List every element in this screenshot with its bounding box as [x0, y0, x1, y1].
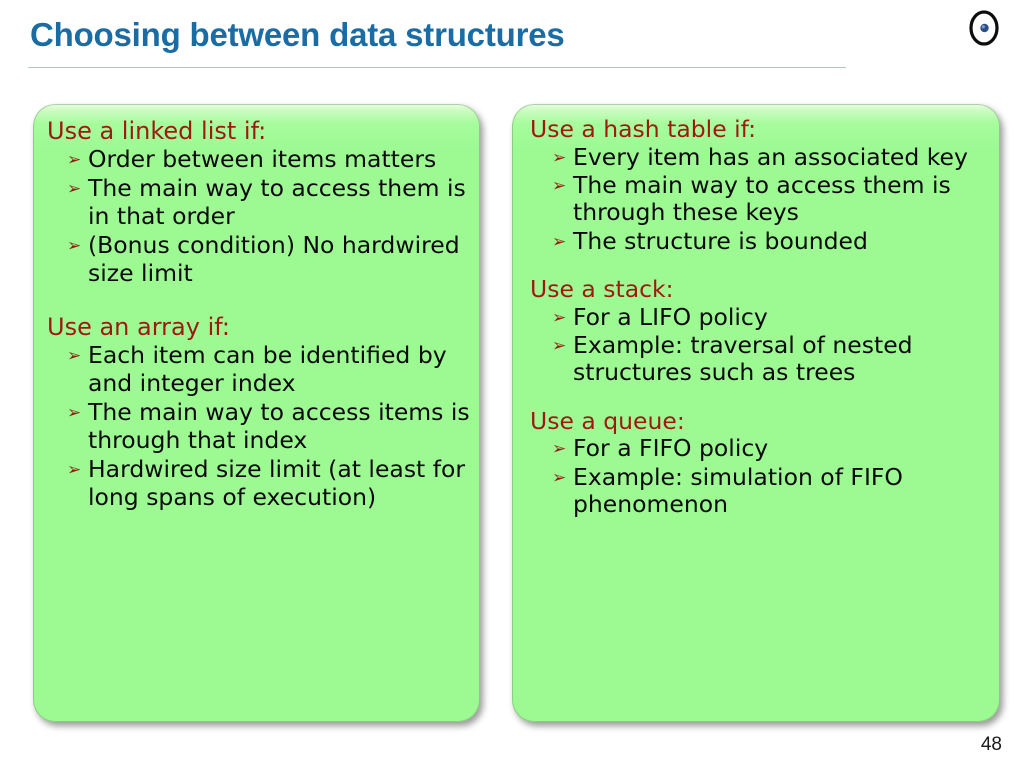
page-number: 48: [980, 734, 1002, 755]
list-item-text: Hardwired size limit (at least for long …: [88, 454, 466, 511]
group-queue: Use a queue: ➢ For a FIFO policy ➢ Example…: [530, 408, 990, 518]
list-item: ➢ Order between items matters: [67, 145, 470, 174]
list-item: ➢ For a LIFO policy: [552, 302, 990, 331]
group-heading: Use a stack:: [530, 275, 674, 304]
group-heading: Use a hash table if:: [530, 115, 757, 143]
group-stack: Use a stack: ➢ For a LIFO policy ➢ Example…: [530, 276, 990, 386]
list-item-text: Example: traversal of nested structures …: [573, 331, 913, 387]
arrow-bullet-icon: ➢: [552, 231, 567, 252]
group-heading: Use an array if:: [47, 312, 230, 341]
arrow-bullet-icon: ➢: [67, 179, 82, 200]
group-heading: Use a queue:: [530, 406, 685, 435]
group-array: Use an array if: ➢ Each item can be ident…: [47, 312, 470, 512]
cd-eye-logo-icon: [964, 8, 1004, 48]
linked-list-array-panel: Use a linked list if: ➢ Order between ite…: [33, 104, 480, 722]
list-item: ➢ The main way to access items is through…: [67, 397, 470, 455]
list-item: ➢ The main way to access them is in that …: [67, 174, 470, 231]
bullet-list: ➢ Every item has an associated key ➢ The m…: [530, 142, 990, 255]
list-item-text: Each item can be identified by and integ…: [88, 340, 447, 397]
list-item: ➢ Example: simulation of FIFO phenomenon: [552, 464, 990, 517]
title-divider: [28, 67, 846, 68]
list-item-text: The main way to access them is in that o…: [88, 174, 466, 231]
list-item: ➢ Example: traversal of nested structures…: [552, 332, 990, 385]
arrow-bullet-icon: ➢: [552, 439, 567, 460]
list-item-text: For a FIFO policy: [573, 434, 769, 463]
group-linked-list: Use a linked list if: ➢ Order between ite…: [47, 117, 470, 288]
list-item: ➢ For a FIFO policy: [552, 435, 990, 462]
list-item-text: The main way to access items is through …: [88, 397, 470, 454]
list-item-text: The main way to access them is through t…: [573, 171, 951, 226]
arrow-bullet-icon: ➢: [67, 345, 82, 366]
arrow-bullet-icon: ➢: [552, 336, 567, 357]
bullet-list: ➢ For a LIFO policy ➢ Example: traversal o…: [530, 302, 990, 386]
list-item-text: Example: simulation of FIFO phenomenon: [573, 463, 903, 518]
arrow-bullet-icon: ➢: [67, 150, 82, 171]
bullet-list: ➢ For a FIFO policy ➢ Example: simulation …: [530, 435, 990, 517]
bullet-list: ➢ Each item can be identified by and inte…: [47, 340, 470, 512]
list-item-text: (Bonus condition) No hardwired size limi…: [88, 230, 460, 287]
arrow-bullet-icon: ➢: [67, 235, 82, 256]
bullet-list: ➢ Order between items matters ➢ The main w…: [47, 145, 470, 288]
list-item-text: Every item has an associated key: [573, 142, 968, 171]
hash-stack-queue-panel: Use a hash table if: ➢ Every item has an …: [512, 104, 1000, 722]
list-item: ➢ The structure is bounded: [552, 226, 990, 255]
arrow-bullet-icon: ➢: [552, 307, 567, 328]
list-item: ➢ The main way to access them is through …: [552, 172, 990, 225]
list-item-text: Order between items matters: [88, 145, 437, 174]
group-heading: Use a linked list if:: [47, 117, 267, 145]
arrow-bullet-icon: ➢: [67, 459, 82, 480]
arrow-bullet-icon: ➢: [552, 176, 567, 197]
list-item-text: For a LIFO policy: [573, 302, 768, 331]
group-hash-table: Use a hash table if: ➢ Every item has an …: [530, 116, 990, 254]
list-item: ➢ Every item has an associated key: [552, 142, 990, 171]
list-item: ➢ Each item can be identified by and inte…: [67, 340, 470, 398]
list-item-text: The structure is bounded: [573, 226, 868, 255]
arrow-bullet-icon: ➢: [552, 468, 567, 489]
arrow-bullet-icon: ➢: [67, 402, 82, 423]
arrow-bullet-icon: ➢: [552, 147, 567, 168]
list-item: ➢ Hardwired size limit (at least for long…: [67, 454, 470, 512]
page-title: Choosing between data structures: [30, 16, 565, 53]
list-item: ➢ (Bonus condition) No hardwired size lim…: [67, 230, 470, 288]
